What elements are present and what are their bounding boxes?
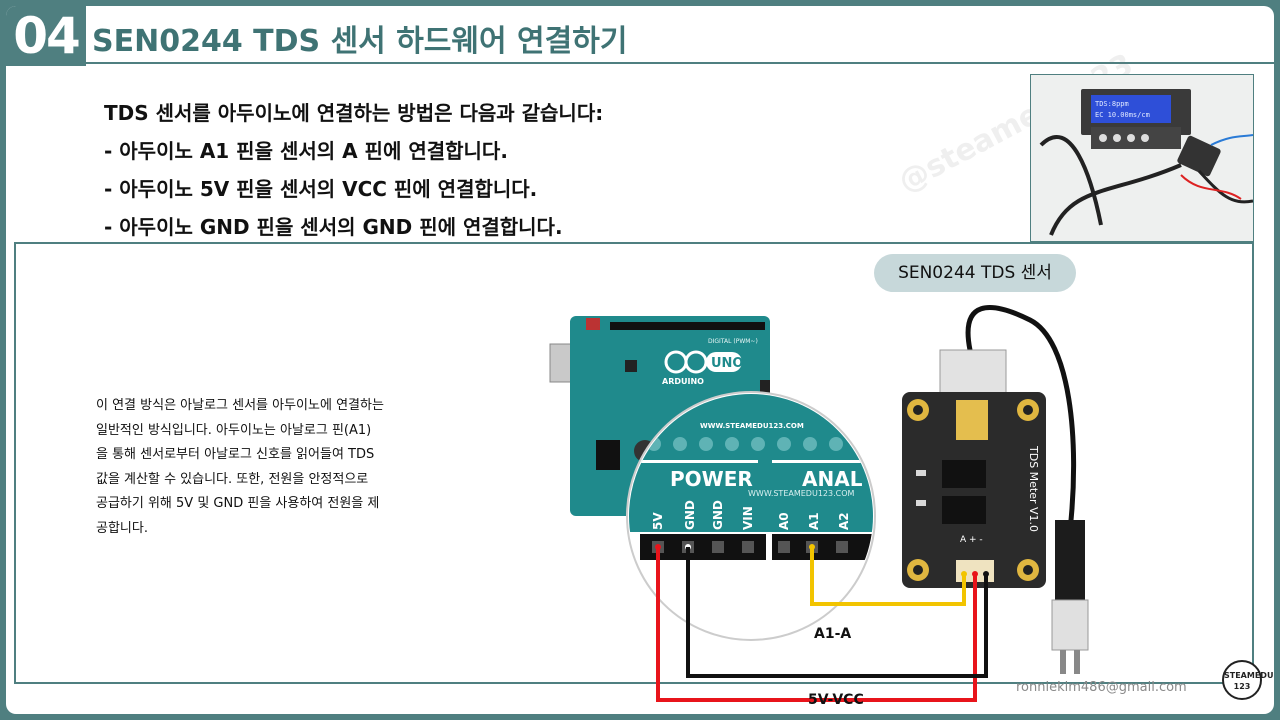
pin-label: A0 [777, 512, 791, 530]
analog-label: ANAL [802, 467, 863, 491]
setup-photo-drawing: TDS:8ppm EC 10.00ms/cm [1031, 75, 1253, 241]
lcd-line-2: EC 10.00ms/cm [1095, 111, 1150, 119]
tds-module: TDS Meter V1.0 A + - [902, 349, 1046, 588]
intro-step: - 아두이노 5V 핀을 센서의 VCC 핀에 연결합니다. [104, 177, 538, 201]
pin-label: 5V [651, 512, 665, 530]
description-line: 공급하기 위해 5V 및 GND 핀을 사용하여 전원을 제 [96, 496, 380, 511]
description: 이 연결 방식은 아날로그 센서를 아두이노에 연결하는 일반적인 방식입니다.… [96, 394, 436, 541]
power-wire-label: 5V-VCC [808, 692, 864, 708]
zoom-site-top: WWW.STEAMEDU123.COM [700, 422, 804, 430]
lcd-line-1: TDS:8ppm [1095, 100, 1129, 108]
board-brand: ARDUINO [662, 377, 704, 386]
pin-label: GND [711, 500, 725, 530]
intro-text: TDS 센서를 아두이노에 연결하는 방법은 다음과 같습니다: - 아두이노 … [104, 94, 603, 246]
pin-label: VIN [741, 506, 755, 530]
ground-wire [686, 547, 988, 678]
footer-email: ronniekim486@gmail.com [1016, 680, 1187, 695]
description-line: 일반적인 방식입니다. 아두이노는 아날로그 핀(A1) [96, 422, 372, 438]
power-label: POWER [670, 467, 753, 491]
pin-label: GND [683, 500, 697, 530]
sensor-label: SEN0244 TDS 센서 [874, 254, 1076, 292]
description-line: 공합니다. [96, 520, 148, 536]
description-line: 을 통해 센서로부터 아날로그 신호를 읽어들여 TDS [96, 447, 375, 462]
power-wire [656, 547, 977, 702]
probe-tip [1051, 599, 1089, 651]
digital-label: DIGITAL (PWM~) [708, 338, 758, 345]
probe-body [1055, 520, 1085, 600]
intro-step: - 아두이노 GND 핀을 센서의 GND 핀에 연결합니다. [104, 215, 563, 239]
pin-label: A1 [807, 512, 821, 530]
page-title: SEN0244 TDS 센서 하드웨어 연결하기 [92, 24, 628, 59]
title-divider [86, 62, 1274, 64]
setup-photo: TDS:8ppm EC 10.00ms/cm [1030, 74, 1254, 242]
module-pins: A + - [960, 535, 983, 545]
description-line: 값을 계산할 수 있습니다. 또한, 전원을 안정적으로 [96, 471, 369, 487]
steamedu-logo: STEAMEDU 123 [1222, 660, 1273, 700]
signal-wire [810, 547, 966, 606]
logo-text: STEAMEDU 123 [1224, 671, 1274, 691]
board-model: UNO [711, 356, 744, 371]
intro-lead: TDS 센서를 아두이노에 연결하는 방법은 다음과 같습니다: [104, 101, 604, 125]
section-number: 04 [6, 6, 86, 66]
description-line: 이 연결 방식은 아날로그 센서를 아두이노에 연결하는 [96, 398, 384, 413]
pin-label: A2 [837, 512, 851, 530]
zoom-site-mid: WWW.STEAMEDU123.COM [748, 489, 855, 498]
intro-step: - 아두이노 A1 핀을 센서의 A 핀에 연결합니다. [104, 139, 508, 163]
module-name: TDS Meter V1.0 [1027, 445, 1040, 532]
signal-wire-label: A1-A [814, 626, 851, 642]
